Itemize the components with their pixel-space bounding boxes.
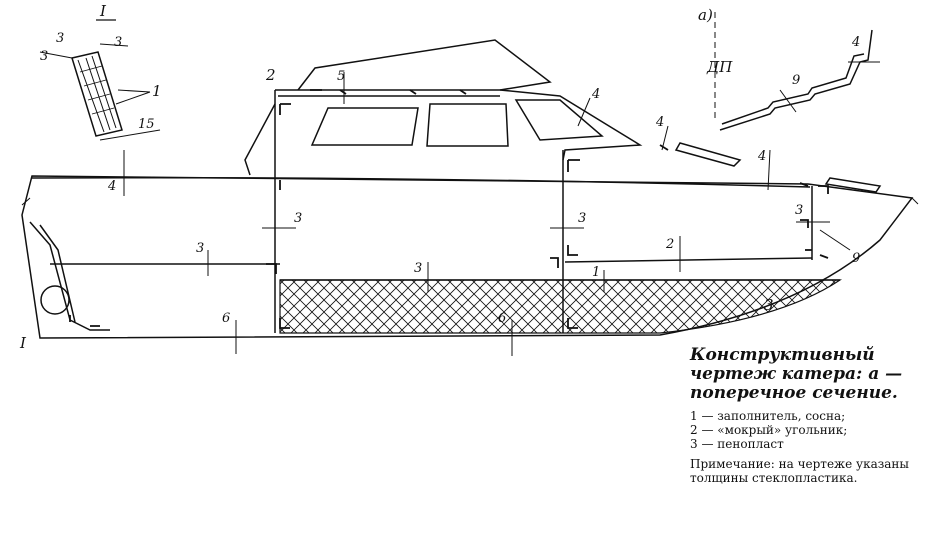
corner-angles — [69, 89, 829, 329]
foam-region — [279, 279, 842, 334]
dimension-arrows — [21, 72, 919, 356]
dim-1-floor: 1 — [592, 265, 600, 280]
dim-3-transom: 3 — [294, 211, 302, 226]
callout-2-label: 2 — [265, 66, 276, 84]
foredeck-hatch-2 — [824, 177, 882, 193]
caption-title: Конструктивный чертеж катера: а — попере… — [690, 345, 903, 403]
detail-circle — [40, 285, 70, 315]
caption-note: Примечание: на чертеже указаны толщины с… — [690, 457, 909, 485]
centerline-label: ДП — [706, 58, 733, 76]
window-aft — [310, 107, 419, 146]
dim-15: 15 — [138, 117, 155, 132]
cabin-roof — [275, 89, 643, 161]
dim-3b: 3 — [114, 35, 122, 50]
dim-3a: 3 — [56, 31, 64, 46]
dim-3-mid: 3 — [578, 211, 586, 226]
dim-4-screen: 4 — [591, 87, 600, 102]
dim-3-foam: 3 — [414, 261, 422, 276]
detail-i — [39, 19, 161, 141]
dim-3-fwd: 3 — [795, 203, 803, 218]
section-a — [714, 12, 880, 131]
dim-4-deck: 4 — [757, 149, 766, 164]
detail-title-label: I — [99, 2, 107, 20]
dim-3c: 3 — [40, 49, 48, 64]
figure-caption: Конструктивный чертеж катера: а — попере… — [690, 345, 920, 486]
foredeck-hatch-1 — [674, 142, 742, 167]
callout-1-label: 1 — [152, 82, 162, 100]
dim-3-shelf: 3 — [196, 241, 204, 256]
caption-legend: 1 — заполнитель, сосна; 2 — «мокрый» уго… — [690, 409, 920, 451]
detail-marker-label: I — [19, 334, 27, 352]
dim-9-section: 9 — [792, 73, 800, 88]
aft-cabin-fairing — [244, 103, 276, 176]
dim-2-floor: 2 — [665, 237, 674, 252]
dim-6-bottom-mid: 6 — [498, 311, 506, 326]
legend-item-2: 2 — «мокрый» угольник; — [690, 423, 848, 437]
dim-4-section: 4 — [851, 35, 860, 50]
window-fwd — [514, 99, 604, 141]
section-a-label: а) — [698, 6, 713, 24]
transom-frame — [29, 221, 110, 331]
fwd-floor — [564, 257, 813, 263]
dim-6-bottom-aft: 6 — [222, 311, 230, 326]
dim-4-cabin: 4 — [655, 115, 664, 130]
canopy — [297, 39, 552, 91]
dim-5-roof: 5 — [337, 69, 345, 84]
legend-item-3: 3 — пенопласт — [690, 437, 784, 451]
legend-item-1: 1 — заполнитель, сосна; — [690, 409, 846, 423]
sheer-line — [31, 176, 811, 188]
dim-4-bow-detail: 4 — [107, 179, 116, 194]
dim-9-stem: 9 — [852, 251, 860, 266]
callout-3-label: 3 — [764, 296, 774, 314]
window-mid — [426, 103, 509, 147]
